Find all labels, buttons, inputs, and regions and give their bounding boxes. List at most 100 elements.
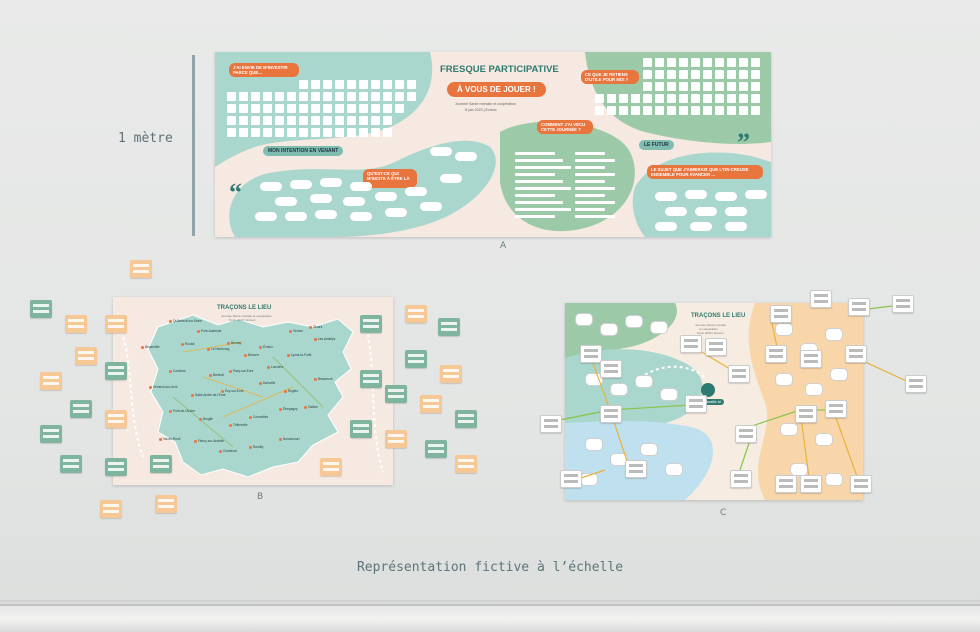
town-dot [279, 408, 282, 411]
town-label: Les Andelys [318, 337, 336, 341]
map-c-sub2: et coopération [699, 327, 719, 331]
sticky-note [335, 116, 344, 125]
sticky-note [371, 80, 380, 89]
town-label: Gaillon [308, 405, 318, 409]
panel-b-letter: B [257, 492, 264, 502]
sticky-note [679, 94, 688, 103]
town-label: Ézy-sur-Eure [225, 389, 244, 393]
sticky-note [395, 80, 404, 89]
sticky-card [625, 460, 647, 478]
sticky-card [155, 495, 177, 513]
town-label: Conches [173, 369, 186, 373]
building-icon [610, 383, 628, 396]
sticky-card [455, 455, 477, 473]
sticky-note [311, 128, 320, 137]
sticky-card [580, 345, 602, 363]
sticky-note [679, 70, 688, 79]
sticky-note [727, 106, 736, 115]
sticky-note [299, 104, 308, 113]
text-bar [575, 208, 605, 211]
sticky-note [739, 58, 748, 67]
sticky-card [60, 455, 82, 473]
sticky-card [905, 375, 927, 393]
sticky-card [75, 347, 97, 365]
sticky-note [703, 94, 712, 103]
sticky-card [70, 400, 92, 418]
sticky-note [619, 94, 628, 103]
sticky-note [251, 116, 260, 125]
panel-a-letter: A [500, 241, 507, 251]
speech-bubble [315, 210, 337, 219]
sticky-card [540, 415, 562, 433]
sticky-card [105, 315, 127, 333]
sticky-note [287, 116, 296, 125]
sticky-note [299, 80, 308, 89]
town-label: Saint-André-de-l'Eure [195, 393, 226, 397]
text-bar [515, 194, 555, 197]
sticky-card [350, 420, 372, 438]
sticky-card [892, 295, 914, 313]
text-bar [515, 159, 563, 162]
sticky-note [679, 82, 688, 91]
sticky-note [643, 106, 652, 115]
sticky-note [359, 104, 368, 113]
sticky-card [800, 475, 822, 493]
person-marker-icon [701, 383, 715, 397]
sticky-note [347, 92, 356, 101]
town-dot [284, 390, 287, 393]
sticky-note [667, 106, 676, 115]
speech-bubble [350, 212, 372, 221]
sticky-note [655, 106, 664, 115]
caption: Représentation fictive à l’échelle [356, 560, 624, 575]
sticky-note [727, 82, 736, 91]
text-bar [515, 187, 571, 190]
speech-bubble [350, 182, 372, 191]
sticky-card [360, 370, 382, 388]
text-bar [515, 173, 555, 176]
sticky-note [727, 94, 736, 103]
sticky-note [751, 58, 760, 67]
sticky-note [407, 92, 416, 101]
town-dot [279, 438, 282, 441]
map-panel-c: Traçons le lieu Journée Santé mentale et… [565, 303, 863, 500]
sticky-card [385, 430, 407, 448]
prompt-futur: Le futur [639, 140, 674, 150]
speech-bubble [745, 190, 767, 199]
town-dot [267, 366, 270, 369]
sticky-card [600, 405, 622, 423]
town-label: Romilly [253, 445, 264, 449]
prompt-sujet: Le sujet que j'aimerais que l'on creuse … [647, 165, 763, 179]
sticky-note [655, 82, 664, 91]
town-label: Évreux [263, 345, 273, 349]
sticky-note [335, 80, 344, 89]
sticky-note [323, 80, 332, 89]
town-dot [169, 320, 172, 323]
town-dot [159, 438, 162, 441]
sticky-note [263, 116, 272, 125]
sticky-note [275, 92, 284, 101]
sticky-note [251, 104, 260, 113]
town-label: Gisors [313, 325, 323, 329]
town-label: Verneuil-sur-Avre [153, 385, 178, 389]
sticky-note [359, 128, 368, 137]
speech-bubble [665, 207, 687, 216]
town-label: Thiberville [233, 423, 248, 427]
town-label: Breteuil [213, 373, 224, 377]
sticky-note [715, 70, 724, 79]
sticky-note [679, 106, 688, 115]
sticky-note [383, 80, 392, 89]
text-bar [575, 173, 615, 176]
map-b-sub1: Journée Santé mentale et coopération [221, 314, 272, 318]
town-dot [191, 394, 194, 397]
sticky-card [438, 318, 460, 336]
floor-edge [0, 604, 980, 606]
sticky-note [643, 94, 652, 103]
department-map-shape [122, 314, 384, 478]
town-label: Broglie [203, 417, 213, 421]
building-icon [635, 375, 653, 388]
sticky-card [765, 345, 787, 363]
sticky-note [691, 58, 700, 67]
speech-bubble [715, 192, 737, 201]
speech-bubble [725, 222, 747, 231]
text-bar [515, 166, 571, 169]
